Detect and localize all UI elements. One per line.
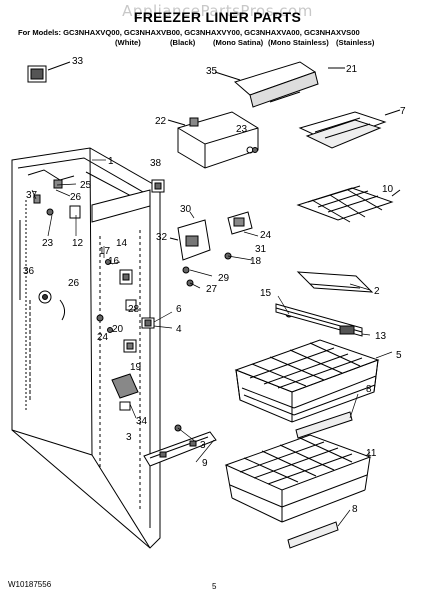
part-label: 33: [72, 56, 84, 67]
color-white: (White): [115, 38, 141, 47]
part-basket-11: [224, 434, 372, 523]
part-label: 5: [396, 350, 402, 361]
document-number: W10187556: [8, 580, 52, 589]
part-label: 38: [150, 158, 162, 169]
page-title: FREEZER LINER PARTS: [133, 9, 302, 25]
part-label: 24: [260, 230, 272, 241]
part-bracket-24-31: [227, 211, 253, 235]
part-label: 2: [374, 286, 380, 297]
color-mono-satina: (Mono Satina): [213, 38, 264, 47]
part-label: 29: [218, 273, 230, 284]
part-label: 9: [202, 458, 208, 469]
part-label: 14: [116, 238, 128, 249]
part-label: 30: [180, 204, 192, 215]
part-module-34: [111, 373, 139, 411]
color-stainless: (Stainless): [336, 38, 375, 47]
part-label: 35: [206, 66, 218, 77]
part-clip-4-6: [141, 317, 155, 329]
part-wire-shelf-10: [296, 185, 401, 223]
part-label: 3: [200, 440, 206, 451]
part-label: 36: [23, 266, 35, 277]
part-shelf-7: [298, 109, 401, 149]
part-number-labels: 33 35 21 1 7 22 23 38 25 37 10 26 30 24 …: [23, 56, 406, 515]
part-label: 16: [108, 256, 120, 267]
part-label: 17: [99, 246, 111, 257]
part-handle-8-upper: [295, 411, 353, 439]
part-label: 13: [375, 331, 387, 342]
watermark: AppliancePartsPros.com: [122, 2, 313, 20]
part-label: 6: [176, 304, 182, 315]
part-rail-9: [143, 431, 217, 467]
part-label: 12: [72, 238, 84, 249]
part-clips-liner: [33, 179, 81, 219]
part-bracket-38: [151, 179, 165, 193]
leader-lines: [31, 159, 393, 527]
part-label: 8: [366, 384, 372, 395]
part-housing-22: [167, 111, 259, 169]
part-cover-35-21: [214, 61, 345, 108]
part-label: 1: [108, 156, 114, 167]
part-label: 18: [250, 256, 262, 267]
part-19: [123, 339, 137, 353]
part-label: 31: [255, 244, 267, 255]
part-clip-33: [27, 61, 71, 83]
part-label: 21: [346, 64, 358, 75]
part-control-30: [169, 219, 211, 261]
part-label: 20: [112, 324, 124, 335]
part-label: 27: [206, 284, 218, 295]
part-label: 8: [352, 504, 358, 515]
color-black: (Black): [170, 38, 196, 47]
part-basket-5: [234, 339, 380, 423]
part-label: 23: [42, 238, 54, 249]
part-label: 11: [366, 448, 377, 459]
part-label: 23: [236, 124, 248, 135]
part-label: 22: [155, 116, 167, 127]
part-label: 3: [126, 432, 132, 443]
freezer-liner: [11, 147, 161, 549]
part-label: 7: [400, 106, 406, 117]
part-label: 32: [156, 232, 168, 243]
part-label: 37: [26, 190, 38, 201]
part-small-14-28: [96, 259, 137, 333]
models-line: For Models: GC3NHAXVQ00, GC3NHAXVB00, GC…: [18, 28, 360, 37]
part-sensor-36: [38, 290, 66, 321]
part-label: 26: [70, 192, 82, 203]
part-label: 25: [80, 180, 92, 191]
part-label: 4: [176, 324, 182, 335]
part-label: 24: [97, 332, 109, 343]
part-rail-13: [275, 303, 363, 337]
part-label: 19: [130, 362, 142, 373]
part-handle-8-lower: [287, 521, 339, 549]
part-cover-2: [296, 271, 374, 293]
color-mono-stainless: (Mono Stainless): [268, 38, 329, 47]
part-label: 34: [136, 416, 148, 427]
part-label: 10: [382, 184, 394, 195]
page-number: 5: [212, 582, 217, 591]
part-label: 28: [128, 304, 140, 315]
part-label: 15: [260, 288, 272, 299]
part-label: 26: [68, 278, 80, 289]
